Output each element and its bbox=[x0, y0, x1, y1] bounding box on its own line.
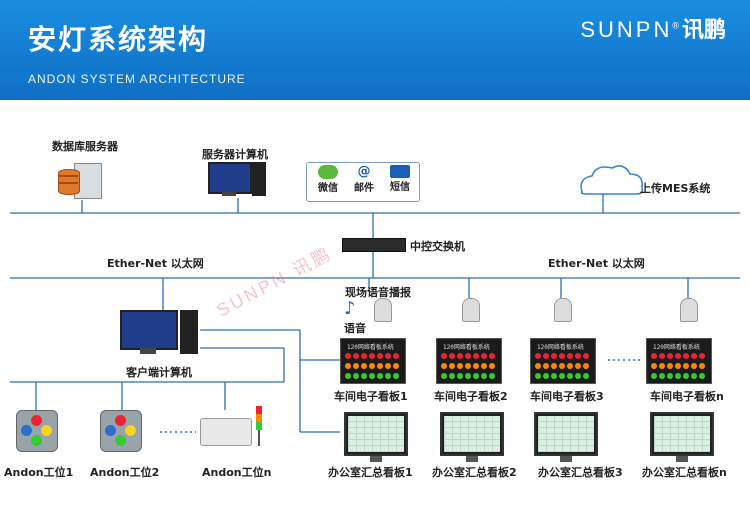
at-mail-icon: @ bbox=[357, 164, 371, 179]
board-caption: 120网络看板系统 bbox=[347, 344, 394, 351]
server-pc-label: 服务器计算机 bbox=[202, 148, 268, 161]
network-switch-icon bbox=[342, 238, 406, 252]
office-board-2-label: 办公室汇总看板2 bbox=[432, 466, 517, 479]
andon-station-n-label: Andon工位n bbox=[202, 466, 272, 479]
office-board-1-label: 办公室汇总看板1 bbox=[328, 466, 413, 479]
logo-latin: SUNPN bbox=[580, 17, 673, 42]
page-subtitle: ANDON SYSTEM ARCHITECTURE bbox=[28, 72, 246, 86]
workshop-board-3-label: 车间电子看板3 bbox=[530, 390, 604, 403]
speaker-horn-icon bbox=[462, 298, 480, 322]
wechat-item: 微信 bbox=[311, 165, 345, 194]
database-server-icon bbox=[56, 155, 102, 199]
workshop-board-n: 120网络看板系统 bbox=[646, 338, 712, 384]
mail-item: @ 邮件 bbox=[347, 164, 381, 195]
client-pc-label: 客户端计算机 bbox=[126, 366, 192, 379]
workshop-board-1-label: 车间电子看板1 bbox=[334, 390, 408, 403]
cloud-icon bbox=[580, 165, 644, 195]
wechat-label: 微信 bbox=[318, 183, 338, 194]
db-server-label: 数据库服务器 bbox=[52, 140, 118, 153]
mes-label: 上传MES系统 bbox=[640, 182, 711, 195]
voice-broadcast-label: 现场语音播报 bbox=[345, 286, 411, 299]
wechat-icon bbox=[318, 165, 338, 179]
speaker-horn-icon bbox=[554, 298, 572, 322]
music-note-icon: ♪ bbox=[344, 298, 356, 319]
workshop-board-2-label: 车间电子看板2 bbox=[434, 390, 508, 403]
office-board-1 bbox=[344, 412, 408, 462]
board-caption: 120网络看板系统 bbox=[653, 344, 700, 351]
desktop-computer-icon bbox=[120, 310, 202, 358]
andon-station-1-label: Andon工位1 bbox=[4, 466, 74, 479]
header-banner: 安灯系统架构 ANDON SYSTEM ARCHITECTURE SUNPN®讯… bbox=[0, 0, 750, 100]
workshop-board-2: 120网络看板系统 bbox=[436, 338, 502, 384]
office-board-3-label: 办公室汇总看板3 bbox=[538, 466, 623, 479]
andon-button-box-icon bbox=[16, 410, 58, 452]
office-board-n bbox=[650, 412, 714, 462]
mail-label: 邮件 bbox=[354, 183, 374, 194]
board-caption: 120网络看板系统 bbox=[537, 344, 584, 351]
logo-cn: 讯鹏 bbox=[681, 18, 726, 43]
signal-tower-icon bbox=[256, 406, 262, 446]
brand-logo: SUNPN®讯鹏 bbox=[580, 12, 726, 44]
notification-channels-box: 微信 @ 邮件 短信 bbox=[306, 162, 420, 202]
office-board-n-label: 办公室汇总看板n bbox=[642, 466, 727, 479]
workshop-board-n-label: 车间电子看板n bbox=[650, 390, 724, 403]
speaker-horn-icon bbox=[680, 298, 698, 322]
workshop-board-3: 120网络看板系统 bbox=[530, 338, 596, 384]
office-board-3 bbox=[534, 412, 598, 462]
andon-station-2-label: Andon工位2 bbox=[90, 466, 160, 479]
voice-label: 语音 bbox=[344, 322, 366, 335]
workshop-board-1: 120网络看板系统 bbox=[340, 338, 406, 384]
sms-item: 短信 bbox=[383, 165, 417, 193]
andon-button-box-icon bbox=[100, 410, 142, 452]
sms-envelope-icon bbox=[390, 165, 410, 178]
desktop-computer-icon bbox=[208, 162, 268, 200]
switch-label: 中控交换机 bbox=[410, 240, 465, 253]
logo-registered-mark: ® bbox=[672, 20, 682, 31]
board-caption: 120网络看板系统 bbox=[443, 344, 490, 351]
speaker-horn-icon bbox=[374, 298, 392, 322]
ethernet-right-label: Ether-Net 以太网 bbox=[548, 257, 645, 270]
sms-label: 短信 bbox=[390, 182, 410, 193]
office-board-2 bbox=[440, 412, 504, 462]
page-title: 安灯系统架构 bbox=[28, 23, 209, 56]
ethernet-left-label: Ether-Net 以太网 bbox=[107, 257, 204, 270]
andon-button-box-icon bbox=[200, 418, 252, 446]
